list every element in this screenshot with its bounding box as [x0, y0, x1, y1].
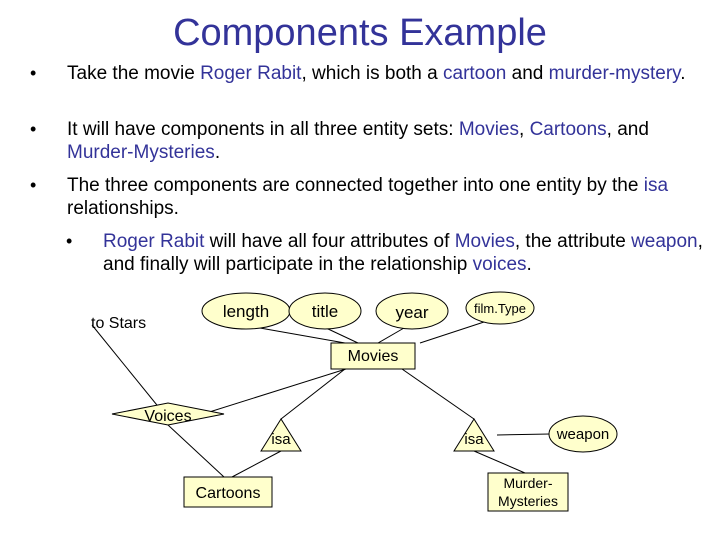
- keyword-text: Murder-Mysteries: [67, 142, 215, 163]
- weapon-attribute: [548, 415, 618, 453]
- year-label: year: [395, 303, 428, 322]
- body-text: It will have components in all three ent…: [67, 119, 459, 140]
- body-text: , and: [606, 119, 649, 140]
- voices-label: Voices: [144, 408, 191, 425]
- bullet-text: The three components are connected toget…: [67, 174, 707, 220]
- bullet-1: • Take the movie Roger Rabit, which is b…: [0, 62, 720, 108]
- body-text: The three components are connected toget…: [67, 175, 644, 196]
- body-text: Take the movie: [67, 63, 201, 84]
- keyword-text: weapon: [631, 231, 698, 252]
- bullet-marker: •: [30, 119, 37, 139]
- murder-label-line2: Mysteries: [498, 493, 558, 509]
- keyword-text: voices: [472, 254, 527, 275]
- film-type-attribute: [465, 291, 535, 325]
- slide-title: Components Example: [173, 12, 547, 54]
- murder-mysteries-entity: [487, 472, 569, 512]
- isa-left-label: isa: [271, 431, 291, 448]
- bullet-text: Take the movie Roger Rabit, which is bot…: [67, 62, 707, 85]
- film-type-label: film.Type: [474, 301, 526, 316]
- bullet-marker: •: [66, 231, 73, 251]
- body-text: , the attribute: [514, 231, 632, 252]
- cartoons-entity: [183, 476, 273, 508]
- keyword-text: Cartoons: [529, 119, 607, 140]
- bullet-marker: •: [30, 175, 37, 195]
- body-text: , which is both a: [301, 63, 443, 84]
- cartoons-label: Cartoons: [196, 485, 261, 502]
- body-text: , and finally will participate in the re…: [103, 231, 703, 275]
- body-text: and: [506, 63, 549, 84]
- year-attribute: [375, 292, 449, 330]
- isa-triangle-right: [453, 418, 495, 452]
- movies-entity: [330, 342, 416, 370]
- murder-label-line1: Murder-: [503, 475, 552, 491]
- keyword-text: Movies: [454, 231, 515, 252]
- isa-right-label: isa: [464, 431, 484, 448]
- body-text: relationships.: [67, 198, 179, 219]
- body-text: .: [680, 63, 686, 84]
- voices-relationship: [111, 402, 225, 426]
- keyword-text: isa: [643, 175, 669, 196]
- body-text: .: [526, 254, 532, 275]
- bullet-marker: •: [30, 63, 37, 83]
- title-label: title: [312, 302, 338, 321]
- keyword-text: Roger Rabit: [103, 231, 205, 252]
- keyword-text: murder-mystery: [548, 63, 681, 84]
- keyword-text: Roger Rabit: [200, 63, 302, 84]
- keyword-text: Movies: [458, 119, 519, 140]
- title-attribute: [288, 292, 362, 330]
- body-text: will have all four attributes of: [204, 231, 455, 252]
- body-text: ,: [519, 119, 530, 140]
- bullet-2: • It will have components in all three e…: [0, 118, 720, 164]
- to-stars-label: to Stars: [91, 315, 146, 332]
- keyword-text: cartoon: [443, 63, 507, 84]
- weapon-label: weapon: [556, 426, 610, 443]
- sub-bullet: • Roger Rabit will have all four attribu…: [0, 230, 720, 276]
- bullet-3: • The three components are connected tog…: [0, 174, 720, 220]
- bullet-text: It will have components in all three ent…: [67, 118, 707, 164]
- isa-triangle-left: [260, 418, 302, 452]
- length-label: length: [223, 302, 269, 321]
- bullet-text: Roger Rabit will have all four attribute…: [103, 230, 703, 276]
- movies-label: Movies: [348, 348, 399, 365]
- body-text: .: [214, 142, 221, 163]
